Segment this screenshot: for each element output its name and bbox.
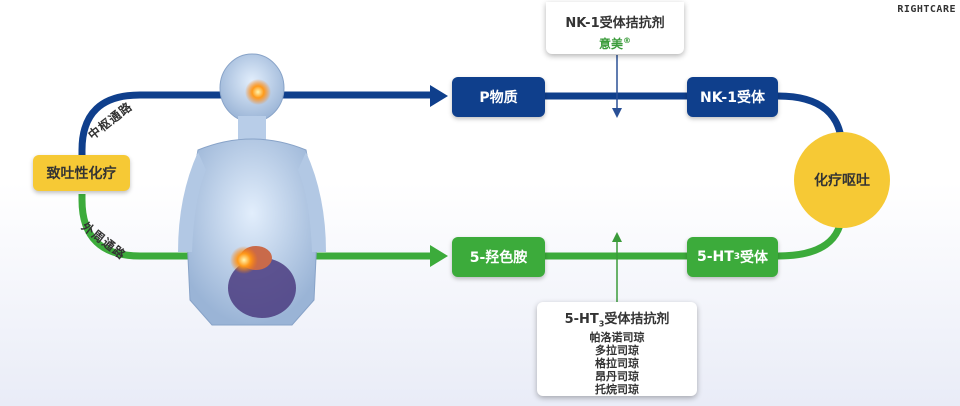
nk1-antagonist-callout: NK-1受体拮抗剂 意美® xyxy=(546,2,684,54)
ht3-antagonist-title: 5-HT3受体拮抗剂 xyxy=(537,308,697,329)
drug-dolasetron: 多拉司琼 xyxy=(595,343,639,357)
nk1-antagonist-title: NK-1受体拮抗剂 xyxy=(565,16,665,31)
substance-p-box: P物质 xyxy=(452,77,545,117)
ht3-receptor-subscript: 3 xyxy=(733,252,741,262)
drug-ondansetron: 昂丹司琼 xyxy=(595,369,639,383)
outcome-circle xyxy=(794,132,890,228)
human-body-illustration xyxy=(178,53,326,326)
drug-tropisetron: 托烷司琼 xyxy=(595,382,639,396)
nk1-antagonist-drug: 意美® xyxy=(546,35,684,52)
ht3-receptor-suffix: 受体 xyxy=(740,250,769,266)
trigger-box: 致吐性化疗 xyxy=(33,155,130,191)
peripheral-arrow xyxy=(430,245,448,267)
nk1-antagonist-arrowhead xyxy=(612,108,622,118)
serotonin-box: 5-羟色胺 xyxy=(452,237,545,277)
registered-mark: ® xyxy=(623,36,631,45)
watermark: RIGHTCARE xyxy=(897,4,956,15)
ht3-receptor-prefix: 5-HT xyxy=(696,249,734,265)
drug-granisetron: 格拉司琼 xyxy=(595,356,639,370)
ht3-antagonist-callout: 5-HT3受体拮抗剂 帕洛诺司琼 多拉司琼 格拉司琼 昂丹司琼 托烷司琼 xyxy=(537,302,697,396)
ht3-antagonist-title-suffix: 受体拮抗剂 xyxy=(604,312,670,327)
ht3-antagonist-arrowhead xyxy=(612,232,622,242)
brain-glow xyxy=(245,79,271,105)
ht3-antagonist-title-subscript: 3 xyxy=(598,319,605,329)
central-arrow xyxy=(430,85,448,107)
drug-palonosetron: 帕洛诺司琼 xyxy=(589,330,645,344)
ht3-antagonist-title-prefix: 5-HT xyxy=(564,312,599,327)
gut-glow xyxy=(230,246,258,274)
central-pathway-line xyxy=(78,91,432,158)
peripheral-pathway-line xyxy=(78,194,432,260)
nk1-receptor-box: NK-1受体 xyxy=(687,77,778,117)
nk1-drug-name: 意美 xyxy=(598,37,623,51)
outcome-label: 化疗呕吐 xyxy=(814,173,870,189)
